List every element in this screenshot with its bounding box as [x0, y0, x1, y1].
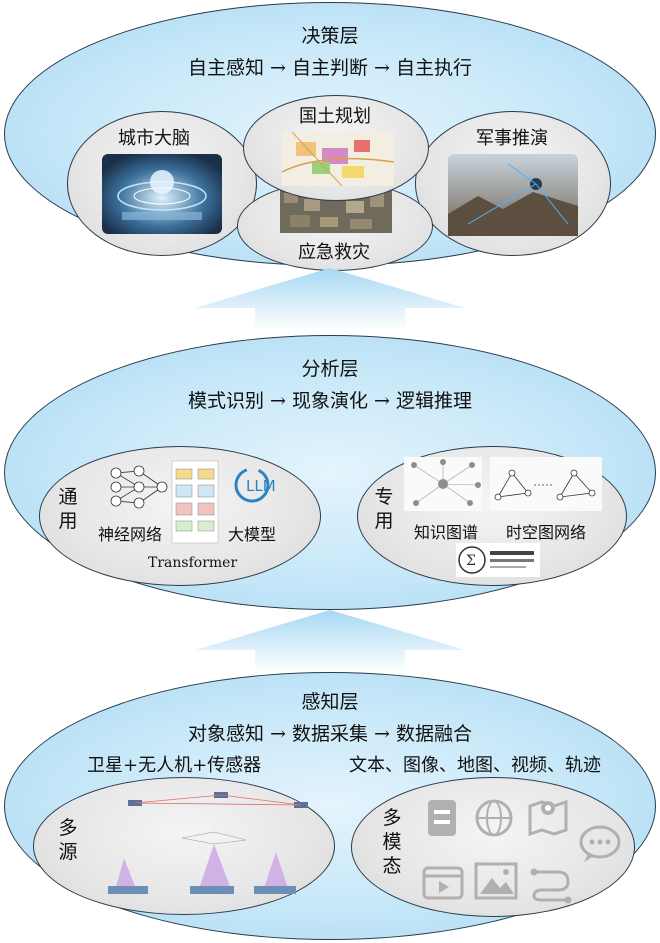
perception-layer: 感知层 对象感知 → 数据采集 → 数据融合 卫星+无人机+传感器 文本、图像、…: [4, 672, 656, 940]
transformer-diagram: [171, 460, 219, 544]
modalities-caption: 文本、图像、地图、视频、轨迹: [349, 755, 601, 776]
neural-network-icon: [110, 465, 168, 509]
decision-layer-title: 决策层: [301, 25, 359, 47]
land-planning-ellipse: 国土规划: [243, 95, 429, 201]
analysis-layer-flow: 模式识别 → 现象演化 → 逻辑推理: [188, 390, 472, 412]
spatiotemporal-graph-icon: [490, 457, 602, 511]
trajectory-icon: [530, 868, 572, 904]
multi-modal-ellipse: 多模态: [351, 777, 635, 917]
transformer-label: Transformer: [148, 555, 238, 571]
large-model-label: 大模型: [228, 525, 277, 544]
knowledge-graph-icon: [404, 457, 482, 511]
land-planning-map: [282, 132, 394, 186]
up-arrow-2: [195, 610, 465, 672]
general-label: 通用: [58, 486, 78, 532]
multi-source-ellipse: 多源: [33, 777, 335, 915]
general-ellipse: 通用 LLM 神经网络 大模型: [39, 446, 321, 586]
multi-source-label: 多源: [58, 817, 78, 863]
sources-caption: 卫星+无人机+传感器: [87, 755, 262, 776]
document-icon: [428, 800, 456, 836]
analysis-layer-title: 分析层: [301, 358, 359, 380]
emergency-label: 应急救灾: [298, 242, 370, 263]
land-planning-label: 国土规划: [299, 106, 371, 127]
video-icon: [422, 866, 464, 900]
spatiotemporal-network-label: 时空图网络: [506, 523, 587, 542]
military-label: 军事推演: [476, 128, 548, 149]
specialized-ellipse: 专用 知识图谱 时空图网络 Σ: [357, 446, 627, 586]
globe-icon: [475, 799, 513, 837]
neural-network-label: 神经网络: [98, 525, 163, 544]
map-icon: [528, 799, 568, 836]
up-arrow-1: [195, 268, 465, 330]
military-ellipse: 军事推演: [415, 111, 611, 256]
city-brain-ellipse: 城市大脑: [67, 111, 257, 256]
geoscience-model-logo: Σ: [456, 543, 540, 577]
perception-layer-flow: 对象感知 → 数据采集 → 数据融合: [188, 723, 472, 745]
llm-logo-text: LLM: [246, 477, 276, 495]
image-icon: [474, 862, 518, 900]
chat-icon: [579, 825, 621, 862]
city-brain-label: 城市大脑: [118, 128, 190, 149]
specialized-label: 专用: [374, 486, 394, 532]
perception-layer-title: 感知层: [301, 691, 359, 713]
military-image: [448, 154, 578, 236]
svg-text:Σ: Σ: [466, 553, 476, 569]
decision-layer: 决策层 自主感知 → 自主判断 → 自主执行 城市大脑 军事推演: [4, 2, 656, 271]
multi-modal-label: 多模态: [382, 807, 402, 877]
llm-logo-icon: LLM: [234, 467, 276, 503]
sensor-network-image: [108, 792, 308, 894]
city-brain-image: [102, 154, 222, 234]
decision-layer-flow: 自主感知 → 自主判断 → 自主执行: [188, 57, 472, 79]
knowledge-graph-label: 知识图谱: [414, 523, 479, 542]
analysis-layer: 分析层 模式识别 → 现象演化 → 逻辑推理 通用: [4, 335, 656, 610]
